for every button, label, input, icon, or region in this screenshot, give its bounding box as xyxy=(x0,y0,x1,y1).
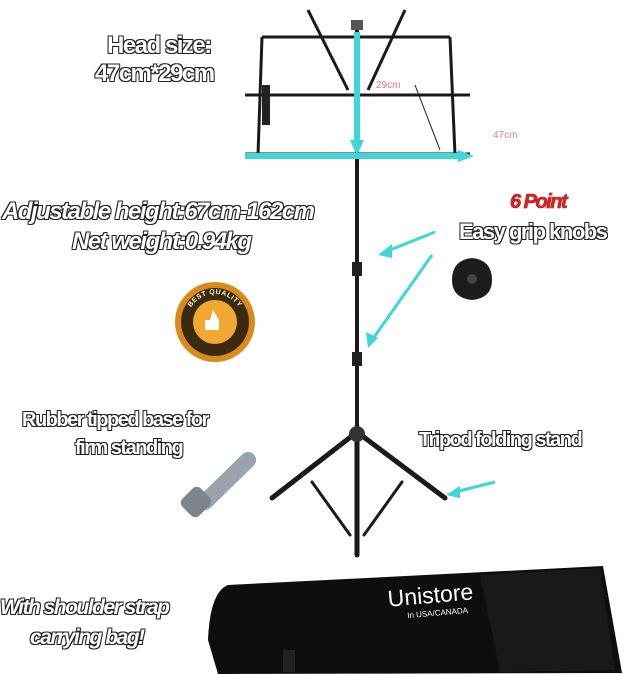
head-dims-label: 47cm*29cm xyxy=(94,59,215,87)
rubber-tip-closeup xyxy=(180,452,256,518)
knob-closeup xyxy=(452,258,492,300)
tripod-label: Tripod folding stand xyxy=(418,428,583,451)
knob-1 xyxy=(352,262,362,276)
base-label-line2: firm standing xyxy=(74,436,184,459)
head-size-label: Head size: xyxy=(106,31,213,59)
dimension-arrows xyxy=(245,32,496,498)
depth-dimension: 29cm xyxy=(376,80,401,91)
quality-badge-icon: BEST QUALITY xyxy=(175,282,255,362)
base-label-line1: Rubber tipped base for xyxy=(21,408,210,431)
bag-label-line1: With shoulder strap xyxy=(0,595,171,619)
height-label: Adjustable height:67cm-162cm xyxy=(1,197,315,225)
knobs-label: Easy grip knobs xyxy=(458,218,608,244)
knob-count-label: 6 Point xyxy=(510,191,568,214)
carrying-bag xyxy=(208,566,622,674)
width-dimension: 47cm xyxy=(493,130,518,141)
weight-label: Net weight:0.94kg xyxy=(71,227,252,255)
page-clip xyxy=(262,85,270,125)
bag-brand: Unistore In USA/CANADA xyxy=(387,578,475,621)
knob-2 xyxy=(352,352,362,366)
tripod-base xyxy=(269,429,448,558)
bag-label-line2: carrying bag! xyxy=(29,625,145,649)
